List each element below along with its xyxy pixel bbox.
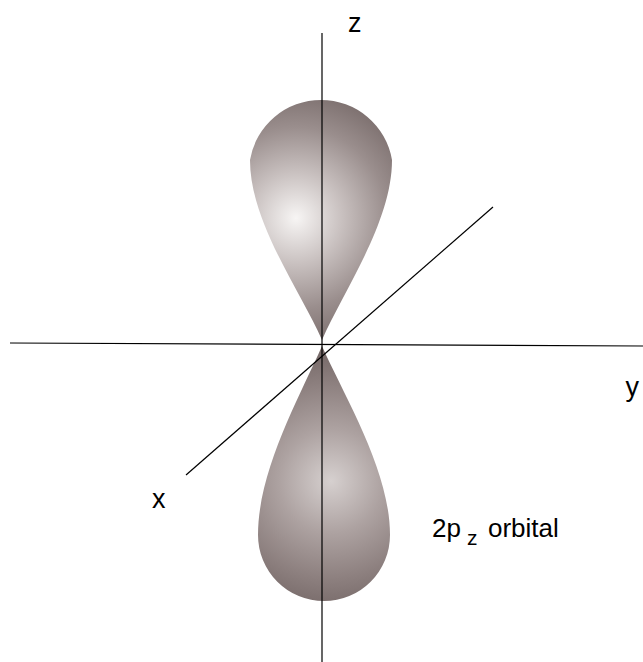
z-axis <box>321 33 322 662</box>
y-axis <box>10 343 643 346</box>
upper-lobe <box>250 100 392 340</box>
axis-label: y <box>626 374 640 401</box>
axis-label: x <box>152 486 166 513</box>
lower-lobe <box>258 346 390 601</box>
orbital-name: orbital <box>488 515 559 541</box>
x-axis <box>186 207 493 475</box>
orbital-subscript: z <box>467 527 478 548</box>
axis-label: z <box>348 10 362 37</box>
orbital-name: 2p <box>432 515 461 541</box>
